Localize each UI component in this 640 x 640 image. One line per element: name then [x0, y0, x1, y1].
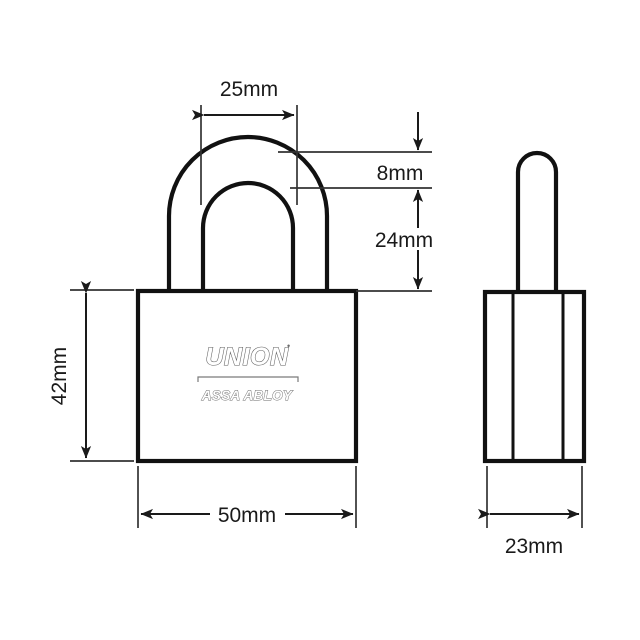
dimension-body-height: 42mm [48, 281, 134, 462]
dimension-body-width: 50mm [137, 466, 357, 528]
side-shackle-post [515, 150, 559, 293]
dimension-label-50mm: 50mm [218, 504, 276, 527]
padlock-body-outline [135, 288, 359, 464]
dimension-shackle-width: 25mm [192, 78, 298, 205]
dimension-shackle-thickness: 8mm [278, 112, 432, 228]
front-view-shackle [166, 134, 330, 292]
logo-union-text: UNION [205, 343, 289, 371]
dimension-label-25mm: 25mm [220, 78, 278, 101]
side-view-group [482, 150, 587, 464]
front-view-body [135, 288, 359, 464]
logo-divider-bracket [197, 376, 299, 382]
side-body-outline [482, 289, 587, 464]
dimension-label-23mm: 23mm [505, 535, 563, 558]
shackle-inner-profile [200, 180, 296, 292]
dimension-label-24mm: 24mm [375, 229, 433, 252]
dimension-label-8mm: 8mm [377, 162, 424, 185]
dimension-label-42mm: 42mm [48, 347, 71, 405]
dimension-shackle-clearance: 24mm [356, 229, 433, 292]
brand-logo-group: UNION • ASSA ABLOY [197, 341, 299, 403]
logo-assa-abloy-text: ASSA ABLOY [201, 388, 294, 403]
dimension-body-depth: 23mm [478, 466, 583, 558]
logo-trademark-icon: • [287, 341, 290, 351]
shackle-outer-profile [166, 134, 330, 292]
